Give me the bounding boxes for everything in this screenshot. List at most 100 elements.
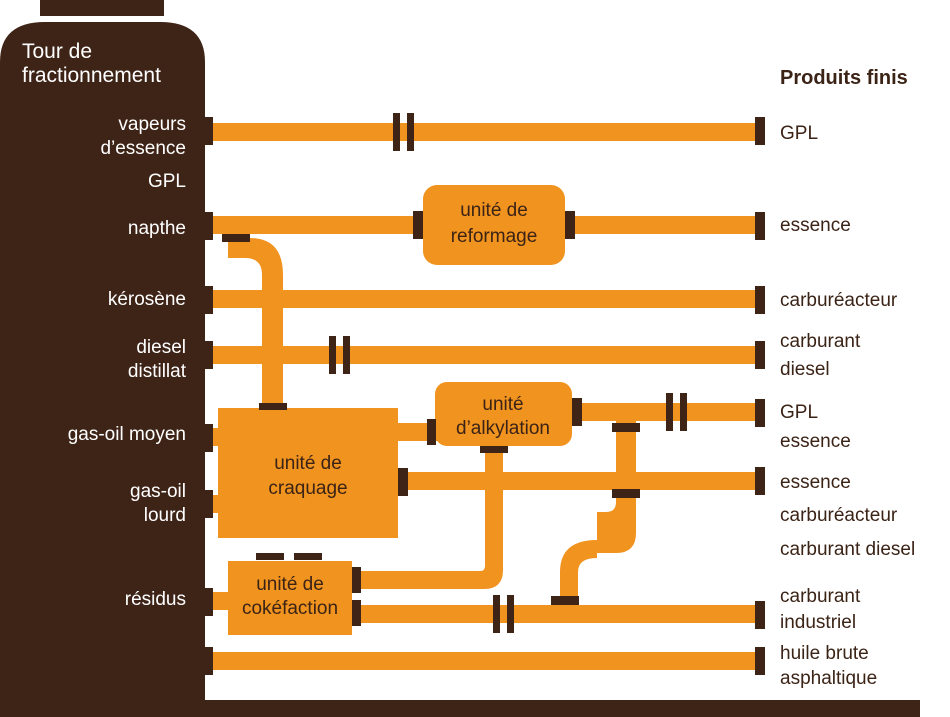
unit-alkylation	[435, 382, 572, 446]
valve	[329, 336, 336, 374]
product-alk-gpl: GPL	[780, 402, 818, 423]
unit-reformage	[423, 185, 565, 265]
flange	[755, 467, 765, 495]
stream-kerosene: kérosène	[108, 289, 186, 310]
tower-labels: Tour de fractionnement vapeurs d’essence…	[22, 40, 187, 610]
flange	[203, 212, 213, 240]
flange	[413, 211, 423, 239]
product-crack-carburant-diesel: carburant diesel	[780, 539, 915, 560]
flange	[203, 490, 213, 518]
fractionation-tower	[0, 0, 920, 717]
flange	[480, 446, 508, 453]
product-labels: Produits finis GPL essence carburéacteur…	[780, 67, 915, 689]
stream-gasoil-moyen: gas-oil moyen	[68, 424, 186, 445]
products-title: Produits finis	[780, 67, 908, 89]
stream-gpl: GPL	[148, 171, 186, 192]
flange	[427, 419, 436, 445]
product-crack-essence: essence	[780, 472, 851, 493]
flange	[294, 553, 322, 560]
pipe-diesel	[212, 346, 760, 364]
product-gpl: GPL	[780, 123, 818, 144]
flange	[572, 398, 582, 426]
tower-body	[0, 22, 920, 717]
product-carburant-diesel-line1: carburant	[780, 331, 861, 352]
valve	[407, 113, 414, 151]
unit-craquage-line2: craquage	[268, 478, 347, 499]
tower-title-line2: fractionnement	[22, 64, 161, 87]
unit-alkylation-line1: unité	[482, 394, 523, 415]
valve	[666, 393, 673, 431]
unit-cokefaction-line1: unité de	[256, 574, 324, 595]
stream-gasoil-lourd-line2: lourd	[144, 505, 186, 526]
tower-title-line1: Tour de	[22, 40, 92, 63]
unit-craquage	[218, 408, 398, 538]
unit-reformage-line1: unité de	[460, 200, 528, 221]
flange	[551, 596, 579, 605]
flange	[203, 117, 213, 145]
flange	[203, 286, 213, 314]
valve	[493, 595, 500, 633]
stream-vapeurs-line2: d’essence	[100, 138, 186, 159]
pipe-cross-link-lower	[560, 540, 597, 605]
unit-cokefaction-line2: cokéfaction	[242, 598, 338, 619]
pipe-residus	[212, 592, 232, 610]
flange	[203, 588, 213, 616]
pipe-coke-industriel	[352, 605, 760, 623]
valve	[393, 113, 400, 151]
valve	[507, 595, 514, 633]
unit-cokefaction	[228, 561, 352, 635]
stream-residus: résidus	[125, 589, 186, 610]
flange	[612, 423, 640, 432]
flange	[755, 286, 765, 314]
flange	[755, 212, 765, 240]
flange	[256, 553, 284, 560]
connectors	[203, 113, 765, 675]
unit-alkylation-line2: d’alkylation	[456, 418, 550, 439]
unit-craquage-line1: unité de	[274, 453, 342, 474]
unit-reformage-line2: reformage	[451, 226, 538, 247]
stream-vapeurs-line1: vapeurs	[118, 114, 186, 135]
pipe-napthe-to-craquage	[228, 238, 283, 410]
product-carbureacteur: carburéacteur	[780, 290, 898, 311]
flange	[203, 424, 213, 452]
flange	[565, 211, 575, 239]
valve	[343, 336, 350, 374]
flange	[398, 468, 408, 496]
product-huile-line1: huile brute	[780, 643, 869, 664]
pipe-kerosene	[212, 290, 760, 308]
product-huile-line2: asphaltique	[780, 668, 877, 689]
flange	[352, 600, 361, 626]
product-carburant-diesel-line2: diesel	[780, 359, 830, 380]
flange	[352, 567, 361, 593]
stream-gasoil-lourd-line1: gas-oil	[130, 481, 186, 502]
stream-diesel-line1: diesel	[136, 337, 186, 358]
stream-napthe: napthe	[128, 218, 186, 239]
product-crack-carbureacteur: carburéacteur	[780, 505, 898, 526]
product-essence: essence	[780, 215, 851, 236]
pipe-cross-link	[597, 420, 636, 553]
flange	[259, 403, 287, 410]
pipe-huile	[212, 652, 760, 670]
tower-top-cap	[40, 0, 164, 16]
pipe-gasoil-lourd	[212, 495, 222, 513]
flange	[203, 647, 213, 675]
pipe-craquage-out	[400, 472, 760, 490]
flange	[222, 234, 250, 242]
pipe-coke-to-alkylation	[352, 448, 503, 589]
product-carburant-industriel-line1: carburant	[780, 586, 861, 607]
valve	[680, 393, 687, 431]
flange	[203, 341, 213, 369]
flange	[755, 601, 765, 629]
product-alk-essence: essence	[780, 431, 851, 452]
pipe-vapeurs	[212, 123, 760, 141]
stream-diesel-line2: distillat	[128, 361, 187, 382]
flange	[755, 647, 765, 675]
unit-labels: unité de reformage unité d’alkylation un…	[242, 200, 550, 619]
flange	[612, 489, 640, 498]
pipe-gasoil-moyen	[212, 428, 222, 446]
product-carburant-industriel-line2: industriel	[780, 612, 856, 633]
process-units	[218, 185, 572, 635]
flange	[755, 399, 765, 427]
flange	[755, 117, 765, 145]
flange	[755, 341, 765, 369]
